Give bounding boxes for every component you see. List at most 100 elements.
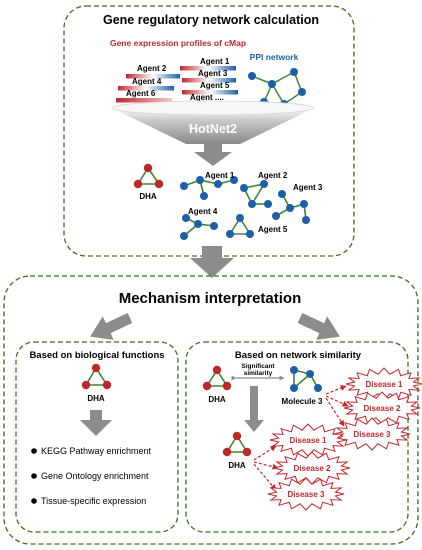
bio-dha-network bbox=[81, 363, 112, 390]
funnel-down-arrow bbox=[194, 144, 232, 166]
ppi-network-label: PPI network bbox=[250, 52, 299, 62]
disease-link bbox=[253, 445, 277, 461]
net-dha-bottom-label: DHA bbox=[228, 461, 246, 470]
network-node bbox=[232, 431, 242, 441]
agent-6-label: Agent 6 bbox=[126, 89, 156, 98]
net-dha-network bbox=[202, 365, 232, 391]
agent-2-label: Agent 2 bbox=[137, 64, 167, 73]
network-node bbox=[290, 68, 298, 76]
disease-burst bbox=[345, 367, 422, 401]
output-agent-3-label: Agent 3 bbox=[293, 183, 323, 192]
disease-label: Disease 2 bbox=[294, 464, 331, 473]
net-dha-network-bottom bbox=[222, 431, 252, 457]
network-node bbox=[222, 381, 232, 391]
agent-more-label: Agent .... bbox=[190, 93, 224, 102]
expression-bar bbox=[182, 78, 236, 83]
network-node bbox=[278, 190, 286, 198]
network-node bbox=[290, 366, 298, 374]
disease-burst-outline bbox=[345, 367, 422, 401]
disease-link bbox=[325, 385, 347, 395]
disease-burst-outline bbox=[267, 477, 345, 511]
disease-label: Disease 2 bbox=[364, 404, 401, 413]
right-diagonal-arrow bbox=[297, 313, 340, 340]
method-label: HotNet2 bbox=[189, 122, 237, 136]
network-node bbox=[236, 214, 244, 222]
network-node bbox=[91, 363, 101, 373]
left-diagonal-arrow bbox=[90, 313, 133, 340]
network-node bbox=[268, 80, 276, 88]
network-node bbox=[230, 176, 238, 184]
disease-link bbox=[325, 395, 349, 407]
network-edge bbox=[271, 71, 295, 85]
hotnet-funnel: HotNet2 bbox=[111, 100, 315, 166]
expression-bar bbox=[116, 98, 172, 103]
network-node bbox=[210, 222, 218, 230]
disease-burst-outline bbox=[273, 451, 351, 485]
disease-label: Disease 3 bbox=[288, 490, 325, 499]
disease-burst bbox=[273, 451, 351, 485]
network-node bbox=[314, 384, 322, 392]
agent-5-label: Agent 5 bbox=[200, 81, 230, 90]
network-node bbox=[226, 230, 234, 238]
mechanism-panel-border bbox=[3, 275, 419, 545]
network-node bbox=[154, 179, 164, 189]
network-node bbox=[214, 180, 222, 188]
down-arrow-to-mechanism bbox=[190, 246, 234, 278]
mechanism-title: Mechanism interpretation bbox=[119, 290, 302, 307]
network-node bbox=[302, 216, 310, 224]
network-node bbox=[196, 176, 204, 184]
agent-4-label: Agent 4 bbox=[132, 77, 162, 86]
output-agent-1-label: Agent 1 bbox=[205, 171, 235, 180]
similarity-label: Significant bbox=[241, 363, 275, 370]
molecule-network bbox=[290, 366, 322, 392]
disease-burst-outline bbox=[269, 423, 347, 457]
funnel-rim bbox=[111, 100, 315, 116]
disease-link bbox=[253, 461, 279, 470]
disease-link bbox=[253, 463, 277, 491]
bio-down-arrow bbox=[80, 410, 112, 436]
disease-link bbox=[325, 397, 345, 427]
disease-label: Disease 1 bbox=[366, 380, 403, 389]
network-node bbox=[133, 179, 143, 189]
bullet-go: Gene Ontology enrichment bbox=[41, 471, 149, 481]
network-node bbox=[240, 184, 248, 192]
network-node bbox=[180, 232, 188, 240]
network-node bbox=[264, 200, 272, 208]
molecule-label: Molecule 3 bbox=[282, 397, 323, 406]
bio-dha-label: DHA bbox=[87, 394, 105, 403]
network-node bbox=[143, 163, 153, 173]
disease-label: Disease 1 bbox=[290, 436, 327, 445]
network-node bbox=[306, 370, 314, 378]
disease-burst bbox=[269, 423, 347, 457]
bullet-kegg: KEGG Pathway enrichment bbox=[41, 446, 152, 456]
network-node bbox=[180, 182, 188, 190]
expression-bar bbox=[182, 90, 238, 95]
network-node bbox=[260, 180, 268, 188]
top-panel-title: Gene regulatory network calculation bbox=[103, 13, 319, 27]
network-node bbox=[248, 72, 256, 80]
network-node bbox=[81, 380, 91, 390]
network-node bbox=[272, 212, 280, 220]
disease-burst-outline bbox=[343, 391, 421, 425]
network-node bbox=[248, 200, 256, 208]
network-node bbox=[212, 365, 222, 375]
disease-burst bbox=[343, 391, 421, 425]
disease-label: Disease 3 bbox=[354, 430, 391, 439]
net-panel-border bbox=[185, 341, 409, 533]
disease-burst bbox=[267, 477, 345, 511]
expression-bar bbox=[180, 66, 236, 71]
output-agent-5-label: Agent 5 bbox=[258, 225, 288, 234]
output-dha-label: DHA bbox=[139, 192, 157, 201]
network-node bbox=[290, 384, 298, 392]
bullet-icon bbox=[31, 448, 37, 454]
expression-bar bbox=[126, 74, 180, 79]
network-node bbox=[300, 200, 308, 208]
network-node bbox=[298, 88, 306, 96]
similarity-label: similarity bbox=[244, 370, 273, 377]
network-node bbox=[182, 214, 190, 222]
bullet-tissue: Tissue-specific expression bbox=[41, 496, 146, 506]
net-dha-label: DHA bbox=[208, 395, 226, 404]
net-panel-title: Based on network similarity bbox=[235, 350, 362, 361]
cmap-label: Gene expression profiles of cMap bbox=[110, 38, 246, 48]
